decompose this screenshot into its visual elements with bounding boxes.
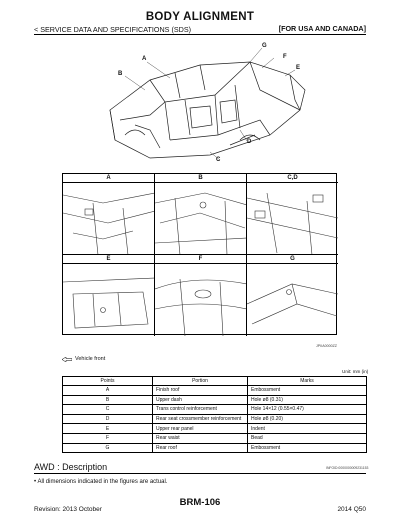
callout-a: A (142, 56, 147, 62)
cell-mark: Embossment (247, 442, 367, 454)
page-number: BRM-106 (179, 497, 221, 508)
cell-mark: Embossment (247, 385, 367, 396)
panel-label: F (155, 255, 246, 264)
region-label: [FOR USA AND CANADA] (278, 24, 366, 33)
page-title: BODY ALIGNMENT (145, 11, 255, 23)
section-title: AWD : Description (34, 462, 108, 472)
cell-point: B (62, 394, 153, 406)
callout-c: C (216, 157, 221, 163)
breadcrumb[interactable]: < SERVICE DATA AND SPECIFICATIONS (SDS) (34, 25, 192, 34)
section-rule (34, 473, 366, 474)
cell-point: C (62, 404, 153, 415)
vehicle-front-label: Vehicle front (75, 356, 106, 362)
panel-label: G (247, 255, 338, 264)
section-code: INFOID:0000000009231153 (326, 466, 369, 470)
panel-label: E (63, 255, 154, 264)
bullet-text: All dimensions indicated in the figures … (37, 479, 168, 485)
panel-label: A (63, 174, 154, 183)
panel-label: B (155, 174, 246, 183)
revision-label: Revision: 2013 October (34, 506, 102, 513)
panel-e: E (63, 255, 155, 336)
panel-f: F (155, 255, 247, 336)
cell-portion: Rear roof (152, 442, 248, 454)
cell-point: G (62, 442, 153, 454)
column-header: Points (62, 376, 153, 386)
header-rule (34, 34, 366, 35)
callout-e: E (296, 65, 301, 71)
cell-mark: Indent (247, 423, 367, 434)
panel-g: G (247, 255, 338, 336)
panel-a: A (63, 174, 155, 255)
callout-g: G (262, 43, 267, 49)
panel-cd: C,D (247, 174, 338, 255)
callout-b: B (118, 71, 123, 77)
callout-f: F (283, 54, 287, 60)
cell-point: F (62, 432, 153, 444)
cell-portion: Finish roof (152, 385, 248, 396)
unit-label: Unit: mm (in) (342, 369, 369, 374)
cell-point: D (62, 413, 153, 425)
cell-mark: Bead (247, 432, 367, 444)
bullet-item: • All dimensions indicated in the figure… (34, 479, 168, 485)
cell-portion: Upper dash (152, 394, 248, 406)
column-header: Marks (247, 376, 367, 386)
cell-portion: Trans control reinforcement (152, 404, 248, 415)
car-body-illustration: A B C D E F G (90, 40, 320, 170)
figure-code: JPIIA0000ZZ (316, 344, 337, 348)
cell-point: A (62, 385, 153, 396)
cell-point: E (62, 423, 153, 434)
cell-portion: Rear seat crossmember reinforcement (152, 413, 248, 425)
cell-mark: Hole ø8 (0.20) (247, 413, 367, 425)
callout-d: D (247, 139, 252, 145)
vehicle-front-legend: Vehicle front (61, 356, 106, 362)
cell-mark: Hole 14×12 (0.55×0.47) (247, 404, 367, 415)
arrow-left-icon (61, 356, 73, 362)
cell-portion: Rear waist (152, 432, 248, 444)
table-header-row: Points Portion Marks (62, 376, 367, 386)
detail-panel-grid: A B C,D E F G (62, 173, 338, 336)
model-label: 2014 Q50 (337, 506, 366, 513)
cell-portion: Upper rear panel (152, 423, 248, 434)
panel-label: C,D (247, 174, 338, 183)
panel-b: B (155, 174, 247, 255)
cell-mark: Hole ø8 (0.31) (247, 394, 367, 406)
column-header: Portion (152, 376, 248, 386)
